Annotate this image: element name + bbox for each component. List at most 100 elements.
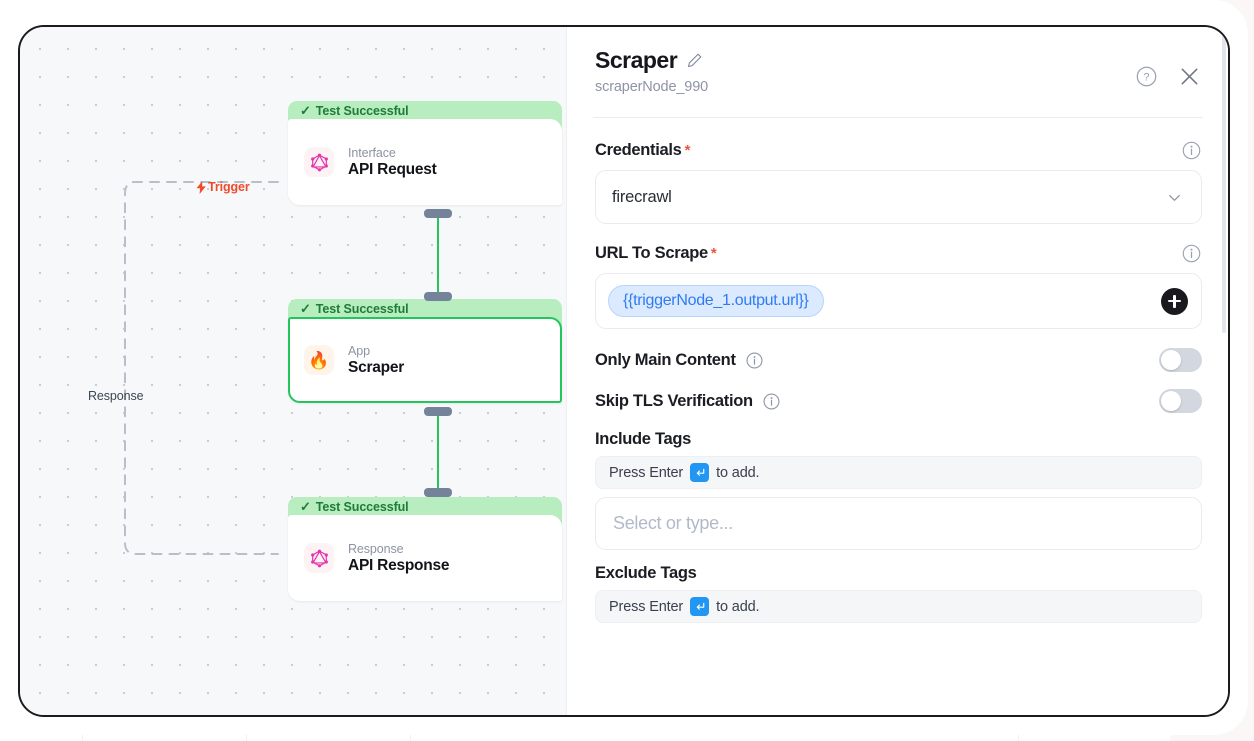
graphql-glyph [310,153,328,171]
check-icon: ✓ [300,301,311,316]
enter-key-glyph [696,602,704,610]
url-to-scrape-label-text: URL To Scrape [595,244,708,262]
field-head: Credentials * [595,140,1202,161]
hint-suffix: to add. [716,598,760,615]
graphql-icon [304,543,334,573]
info-icon[interactable] [762,392,781,411]
workflow-canvas[interactable]: Trigger Response ✓ Test Successful [20,27,566,715]
hint-suffix: to add. [716,464,760,481]
enter-key-icon [690,597,710,616]
workflow-node-api-request[interactable]: ✓ Test Successful [288,101,562,205]
only-main-content-label-text: Only Main Content [595,350,736,369]
field-credentials: Credentials * firecrawl [595,140,1202,224]
connector-wire [437,413,440,493]
lightning-bolt-icon [196,180,206,194]
help-circle-icon[interactable]: ? [1135,65,1158,88]
info-icon[interactable] [745,351,764,370]
include-tags-hint: Press Enter to add. [595,456,1202,489]
node-text: Interface API Request [348,146,437,179]
info-icon[interactable] [1181,243,1202,264]
credentials-label: Credentials * [595,141,690,160]
panel-title-row: Scraper [595,47,1202,74]
node-kind-label: App [348,343,370,358]
include-tags-placeholder: Select or type... [613,513,733,533]
node-body[interactable]: Interface API Request [288,119,562,205]
node-handle[interactable] [424,292,452,301]
enter-key-icon [690,463,710,482]
node-title-label: API Request [348,160,437,178]
panel-form: Credentials * firecrawl [567,118,1228,623]
connector-wire [437,215,440,297]
svg-text:?: ? [1143,72,1149,84]
node-handle[interactable] [424,209,452,218]
enter-key-glyph [696,468,704,476]
node-text: Response API Response [348,542,449,575]
node-handle[interactable] [424,407,452,416]
panel-header: Scraper scraperNode_990 ? [567,27,1228,95]
node-kind-label: Interface [348,145,396,160]
only-main-content-toggle[interactable] [1159,348,1202,372]
node-config-panel: Scraper scraperNode_990 ? [566,27,1228,715]
node-title-label: Scraper [348,358,404,376]
only-main-content-label: Only Main Content [595,351,764,370]
add-variable-button[interactable] [1161,287,1188,315]
node-status-text: Test Successful [315,499,409,514]
close-icon[interactable] [1178,65,1201,88]
check-icon: ✓ [300,103,311,118]
check-icon: ✓ [300,499,311,514]
field-url-to-scrape: URL To Scrape * {{triggerNode_1.output.u… [595,243,1202,329]
credentials-label-text: Credentials [595,141,682,159]
credentials-select[interactable]: firecrawl [595,170,1202,224]
url-to-scrape-label: URL To Scrape * [595,244,717,263]
flame-icon: 🔥 [304,345,334,375]
node-status-text: Test Successful [315,103,409,118]
field-head: URL To Scrape * [595,243,1202,264]
graphql-glyph [310,549,328,567]
flame-glyph: 🔥 [308,350,330,370]
panel-scroll-area[interactable]: Scraper scraperNode_990 ? [567,27,1228,715]
node-title-label: API Response [348,556,450,574]
toggle-knob [1161,350,1181,370]
node-handle[interactable] [424,488,452,497]
graphql-icon [304,147,334,177]
skip-tls-verification-label-text: Skip TLS Verification [595,391,753,410]
close-glyph [1181,68,1198,85]
credentials-value: firecrawl [612,187,672,206]
skip-tls-verification-label: Skip TLS Verification [595,392,781,411]
hint-prefix: Press Enter [609,598,684,615]
row-only-main-content: Only Main Content [595,348,1202,372]
panel-scrollbar[interactable] [1222,33,1226,333]
field-include-tags: Include Tags Press Enter to add. [595,430,1202,550]
node-id-label: scraperNode_990 [595,79,709,95]
row-skip-tls-verification: Skip TLS Verification [595,389,1202,413]
required-marker: * [710,245,717,262]
info-icon[interactable] [1181,140,1202,161]
exclude-tags-hint: Press Enter to add. [595,590,1202,623]
required-marker: * [684,142,691,159]
toggle-knob [1161,391,1181,411]
exclude-tags-label: Exclude Tags [595,564,697,582]
node-text: App Scraper [348,344,404,377]
node-body[interactable]: Response API Response [288,515,562,601]
hint-prefix: Press Enter [609,464,684,481]
chevron-down-icon [1169,194,1180,201]
skip-tls-verification-toggle[interactable] [1159,389,1202,413]
app-window: Trigger Response ✓ Test Successful [18,25,1230,717]
header-divider [593,117,1203,118]
pencil-icon[interactable] [686,52,703,69]
page-title: Scraper [595,47,678,73]
node-body[interactable]: 🔥 App Scraper [288,317,562,403]
help-circle-glyph: ? [1136,66,1157,87]
url-to-scrape-input[interactable]: {{triggerNode_1.output.url}} [595,273,1202,329]
node-status-text: Test Successful [315,301,409,316]
include-tags-input[interactable]: Select or type... [595,497,1202,550]
trigger-label: Trigger [196,180,250,194]
panel-header-actions: ? [1135,65,1201,88]
include-tags-label: Include Tags [595,430,692,448]
workflow-node-scraper[interactable]: ✓ Test Successful 🔥 App Scraper [288,299,562,403]
workflow-node-api-response[interactable]: ✓ Test Successful [288,497,562,601]
trigger-label-text: Trigger [208,180,250,194]
field-exclude-tags: Exclude Tags Press Enter to add. [595,564,1202,623]
variable-token[interactable]: {{triggerNode_1.output.url}} [608,285,824,317]
